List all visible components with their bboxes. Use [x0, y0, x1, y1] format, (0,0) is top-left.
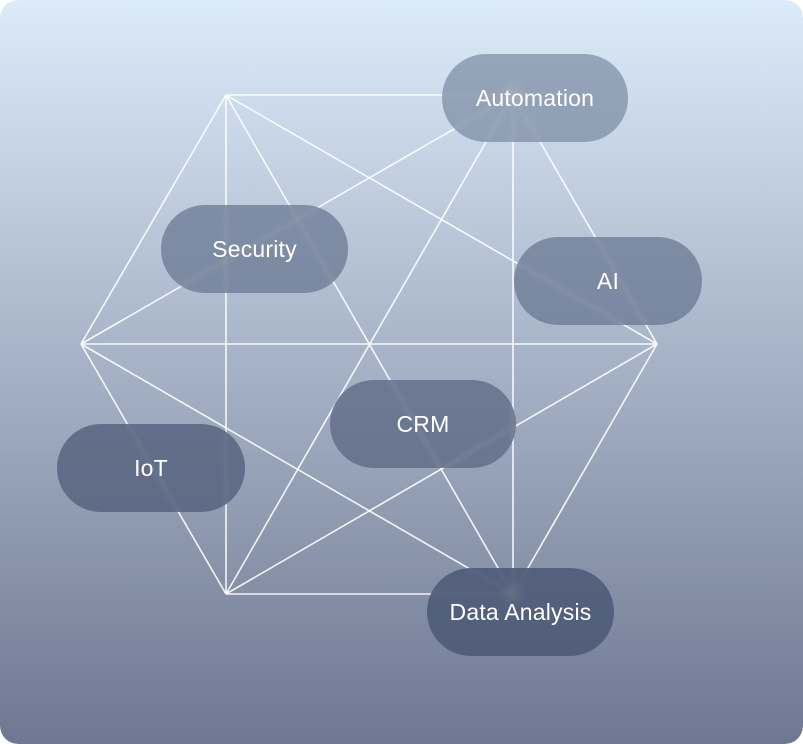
edge-right-data-analysis: [512, 343, 658, 595]
edge-bottom-left-right: [225, 343, 658, 595]
edge-left-data-analysis: [80, 343, 514, 595]
node-iot-label: IoT: [134, 454, 168, 481]
node-security[interactable]: Security: [161, 205, 348, 293]
node-data-analysis[interactable]: Data Analysis: [427, 568, 614, 656]
node-crm[interactable]: CRM: [330, 380, 516, 468]
node-data-analysis-label: Data Analysis: [449, 598, 592, 625]
node-security-label: Security: [212, 235, 297, 262]
node-crm-label: CRM: [396, 410, 450, 437]
edge-top-left-left: [80, 94, 227, 345]
node-ai-label: AI: [596, 267, 620, 294]
node-ai[interactable]: AI: [514, 237, 702, 325]
node-automation-label: Automation: [475, 84, 595, 111]
node-iot[interactable]: IoT: [57, 424, 245, 512]
node-automation[interactable]: Automation: [442, 54, 628, 142]
